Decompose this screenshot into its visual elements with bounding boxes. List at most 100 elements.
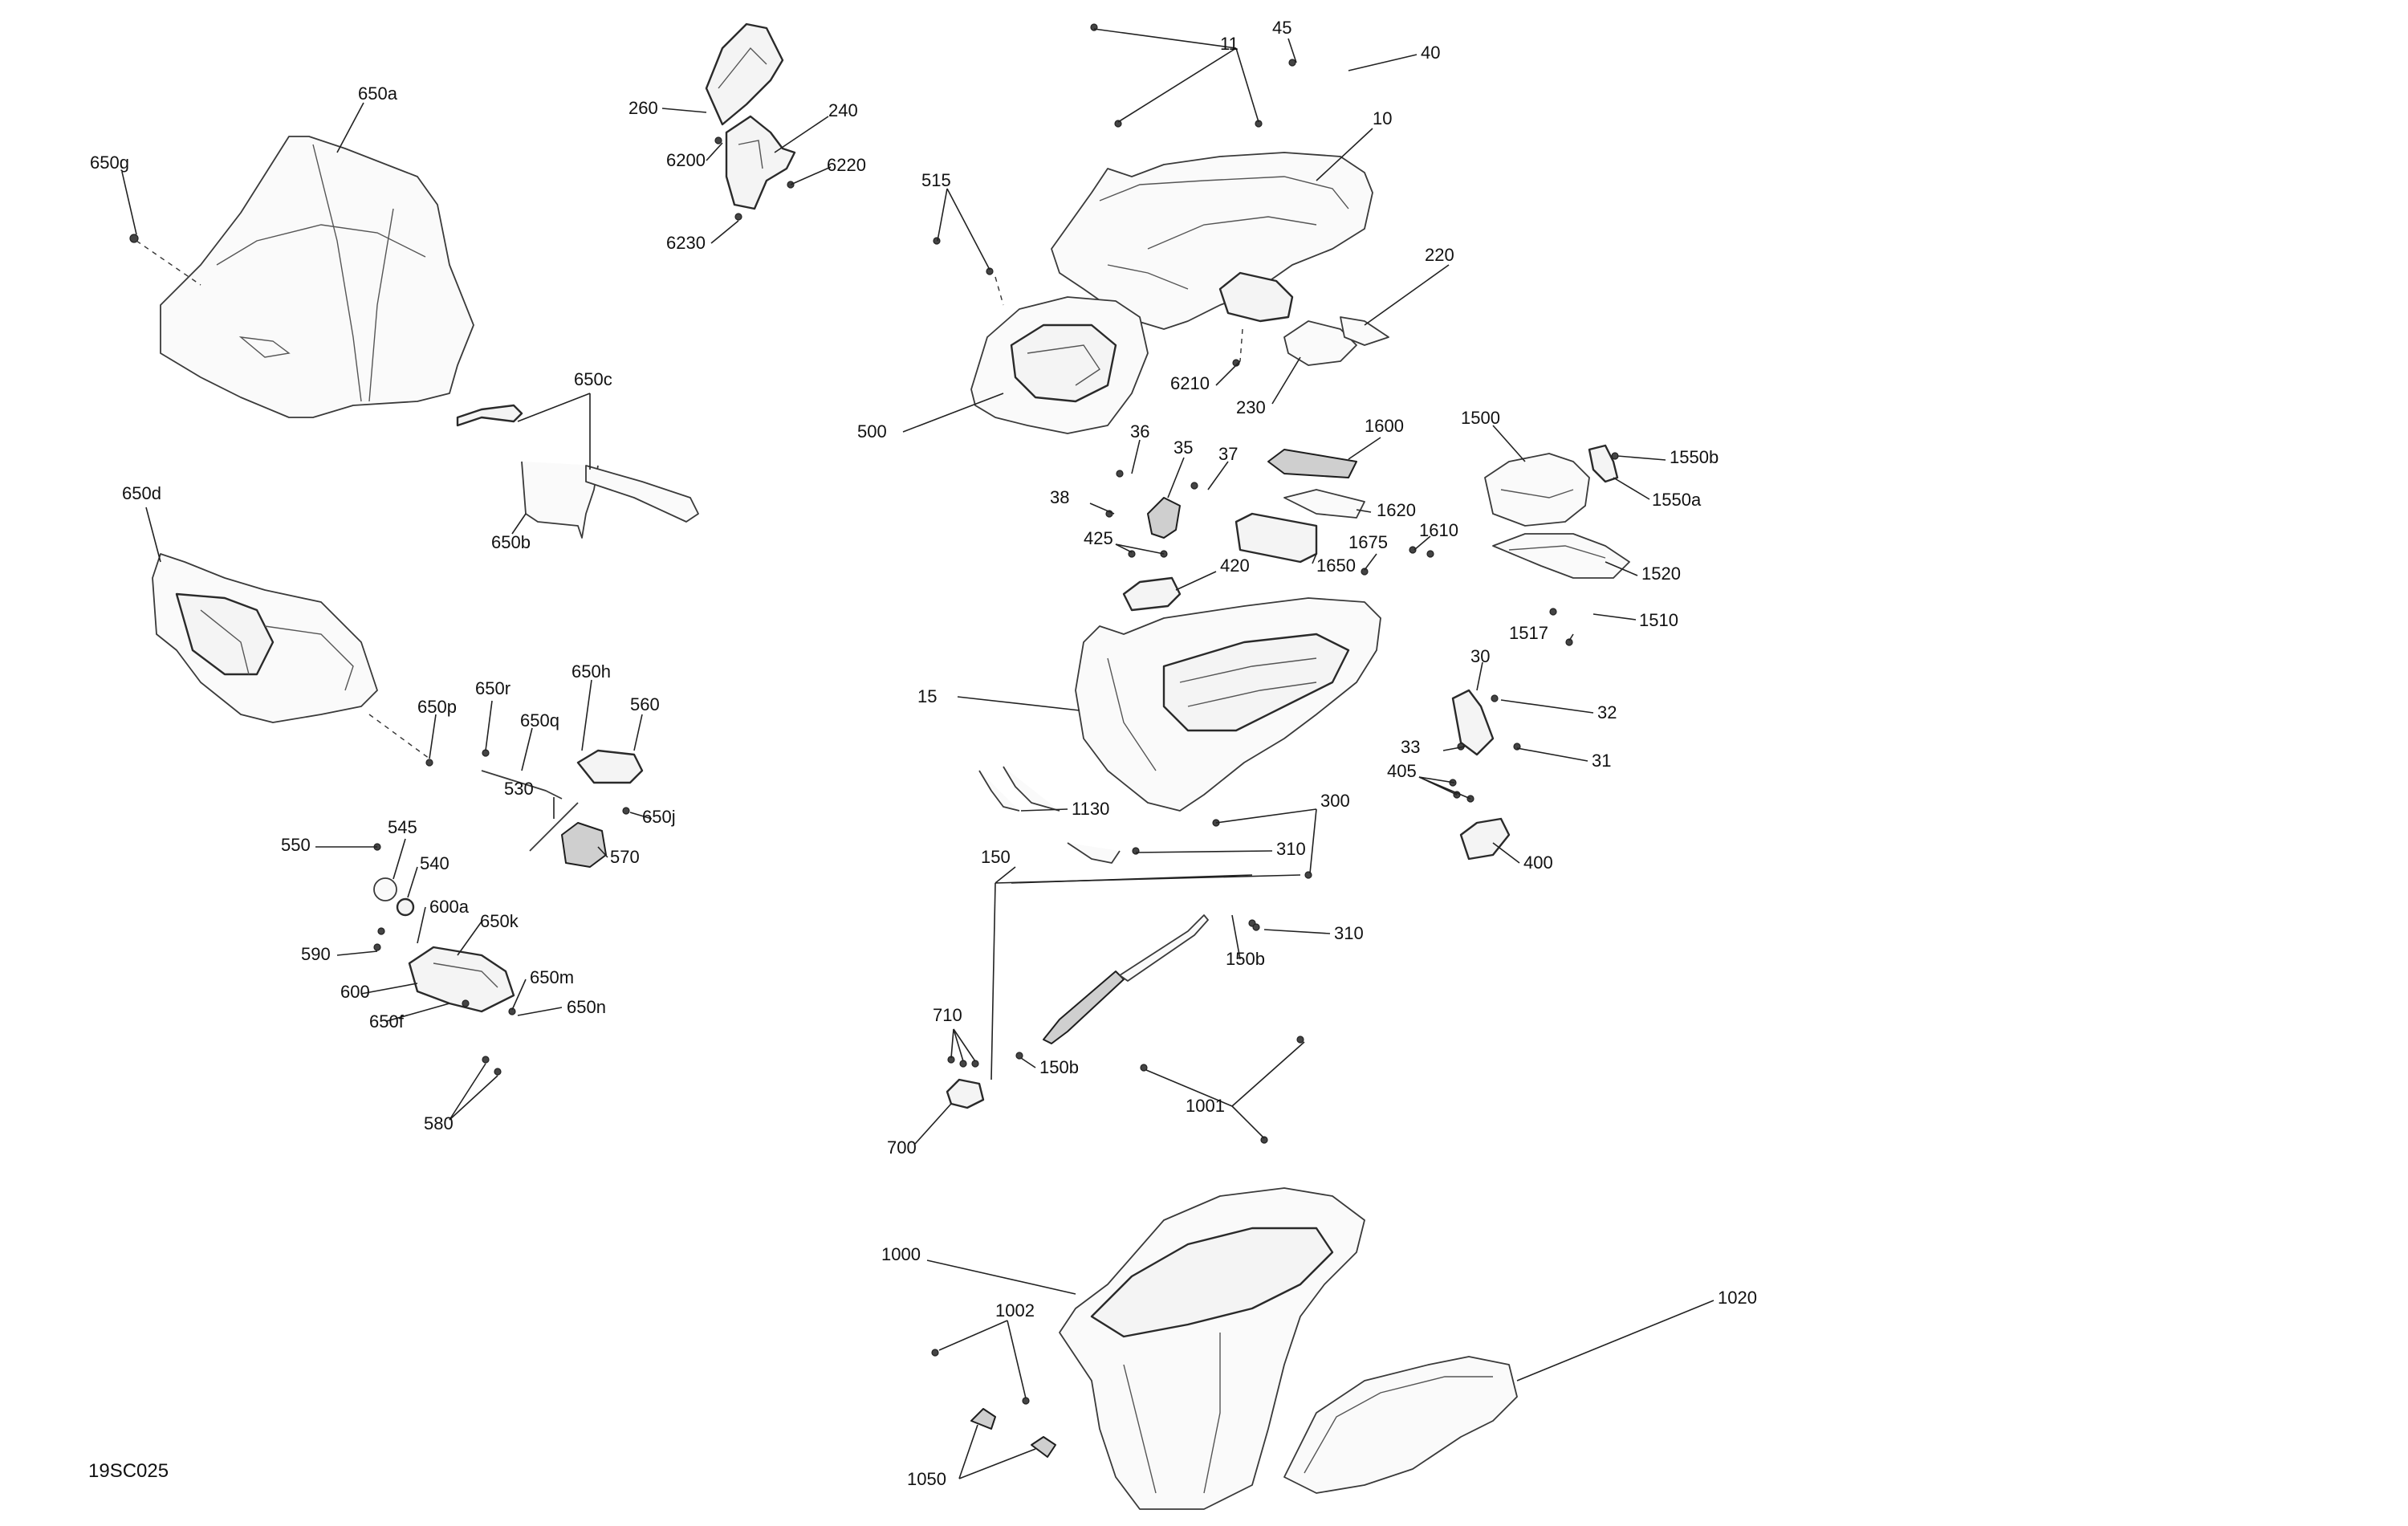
part-label: 650g <box>90 153 129 173</box>
part-label: 650k <box>480 911 519 931</box>
part-label: 530 <box>504 779 534 799</box>
steering-linkage-part <box>373 877 515 1013</box>
part-label: 1610 <box>1419 520 1458 540</box>
part-labels: 650a 650g 260 240 6200 6220 6230 11 45 4… <box>88 18 1757 1489</box>
part-label: 650p <box>417 697 457 717</box>
windshield-part <box>160 136 474 418</box>
part-label: 550 <box>281 835 311 855</box>
console-bracket-part <box>481 749 644 868</box>
part-label: 1001 <box>1186 1096 1225 1116</box>
part-label: 650h <box>571 661 611 682</box>
retainer-clips-part <box>970 1408 1056 1458</box>
part-label: 650m <box>530 967 574 987</box>
part-label: 260 <box>628 98 658 118</box>
control-module-part <box>1235 449 1365 564</box>
strap-bars-part <box>978 766 1121 864</box>
part-label: 150b <box>1226 949 1265 969</box>
part-label: 600a <box>429 897 470 917</box>
mirror-bracket-part <box>705 22 796 210</box>
part-label: 310 <box>1334 923 1364 943</box>
part-label: 1510 <box>1639 610 1678 630</box>
latch-parts <box>1122 497 1182 612</box>
right-latch-part <box>1451 689 1511 861</box>
storage-tub-part <box>1075 597 1381 812</box>
side-panel-part <box>1218 271 1389 366</box>
part-label: 35 <box>1173 437 1193 458</box>
leader-lines <box>121 28 1714 1479</box>
part-label: 230 <box>1236 397 1266 417</box>
part-label: 150b <box>1039 1057 1079 1077</box>
part-label: 10 <box>1373 108 1392 128</box>
handlebar-tubes-part <box>456 404 699 539</box>
part-label: 40 <box>1421 43 1440 63</box>
part-label: 36 <box>1130 421 1149 442</box>
tool-rod-part <box>1043 914 1209 1044</box>
part-label: 650n <box>567 997 606 1017</box>
part-label: 6210 <box>1170 373 1210 393</box>
part-label: 11 <box>1220 34 1239 54</box>
part-label: 240 <box>828 100 858 120</box>
part-label: 700 <box>887 1137 917 1158</box>
gasket-ring-part <box>1492 533 1630 579</box>
part-label: 6230 <box>666 233 706 253</box>
clip-bracket-part <box>946 1078 985 1109</box>
alignment-lines <box>136 240 1243 759</box>
part-label: 590 <box>301 944 331 964</box>
part-label: 650q <box>520 710 559 730</box>
part-label: 500 <box>857 421 887 442</box>
part-label: 1620 <box>1377 500 1416 520</box>
part-label: 580 <box>424 1113 454 1133</box>
part-label: 650d <box>122 483 161 503</box>
part-label: 30 <box>1470 646 1490 666</box>
part-label: 1675 <box>1348 532 1388 552</box>
part-label: 545 <box>388 817 417 837</box>
part-label: 1050 <box>907 1469 946 1489</box>
part-label: 1520 <box>1641 564 1681 584</box>
part-label: 515 <box>921 170 951 190</box>
headlight-housing-part <box>152 553 378 723</box>
part-label: 710 <box>933 1005 962 1025</box>
part-label: 570 <box>610 847 640 867</box>
part-label: 650f <box>369 1011 405 1032</box>
part-label: 650b <box>491 532 531 552</box>
part-label: 15 <box>917 686 937 706</box>
part-label: 650c <box>574 369 612 389</box>
part-label: 650r <box>475 678 510 698</box>
part-label: 1550a <box>1652 490 1702 510</box>
part-label: 405 <box>1387 761 1417 781</box>
part-label: 560 <box>630 694 660 714</box>
lower-tub-part <box>1059 1187 1365 1510</box>
part-label: 45 <box>1272 18 1291 38</box>
part-label: 37 <box>1218 444 1238 464</box>
part-label: 1650 <box>1316 555 1356 576</box>
part-label: 1020 <box>1718 1288 1757 1308</box>
part-label: 31 <box>1592 751 1611 771</box>
part-label: 540 <box>420 853 449 873</box>
part-label: 32 <box>1597 702 1617 722</box>
rear-cover-part <box>1484 444 1619 527</box>
part-label: 1550b <box>1670 447 1719 467</box>
part-label: 400 <box>1523 853 1553 873</box>
part-label: 150 <box>981 847 1011 867</box>
part-label: 300 <box>1320 791 1350 811</box>
part-label: 650j <box>642 807 676 827</box>
part-label: 6220 <box>827 155 866 175</box>
part-label: 33 <box>1401 737 1420 757</box>
part-label: 425 <box>1084 528 1113 548</box>
part-label: 1517 <box>1509 623 1548 643</box>
part-label: 220 <box>1425 245 1454 265</box>
part-label: 310 <box>1276 839 1306 859</box>
seat-base-part <box>970 296 1149 434</box>
part-label: 600 <box>340 982 370 1002</box>
part-label: 650a <box>358 83 398 104</box>
part-label: 6200 <box>666 150 706 170</box>
part-label: 1600 <box>1365 416 1404 436</box>
part-label: 1000 <box>881 1244 921 1264</box>
part-label: 1002 <box>995 1300 1035 1320</box>
part-label: 420 <box>1220 555 1250 576</box>
reference-code: 19SC025 <box>88 1460 169 1482</box>
part-label: 1130 <box>1072 799 1109 819</box>
seal-gasket-part <box>1283 1356 1518 1494</box>
part-label: 1500 <box>1461 408 1500 428</box>
